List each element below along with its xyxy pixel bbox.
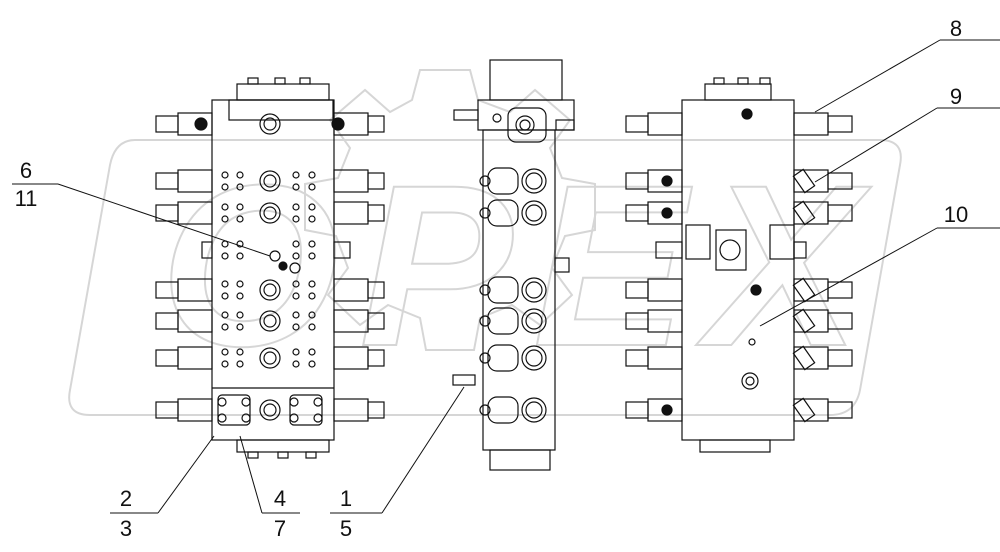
spool — [155, 169, 385, 193]
side-view — [452, 59, 575, 471]
front-spools — [155, 112, 385, 422]
callout-7: 7 — [273, 516, 287, 541]
side-port — [479, 307, 547, 335]
spool — [625, 200, 853, 226]
callout-1: 1 — [339, 486, 353, 511]
callout-6: 6 — [19, 158, 33, 183]
spool — [155, 278, 385, 302]
spool — [625, 112, 853, 136]
callout-9: 9 — [949, 84, 963, 109]
side-ports — [479, 167, 547, 424]
callout-2: 2 — [119, 486, 133, 511]
callout-11: 11 — [14, 186, 38, 211]
spool — [155, 309, 385, 333]
side-port — [479, 167, 547, 195]
front-ports — [194, 113, 345, 421]
leader-lines — [12, 39, 1000, 514]
spool — [155, 398, 385, 422]
spool — [625, 345, 853, 371]
side-port — [479, 199, 547, 227]
spool — [155, 201, 385, 225]
spool — [201, 241, 351, 259]
side-port — [479, 344, 547, 372]
side-port — [479, 276, 547, 304]
side-port — [479, 396, 547, 424]
spool — [625, 168, 853, 194]
callout-3: 3 — [119, 516, 133, 541]
front-view — [155, 77, 385, 459]
front-bolt-holes — [221, 171, 316, 368]
spool — [655, 241, 807, 259]
spool — [155, 346, 385, 370]
rear-view — [625, 77, 853, 453]
callout-8: 8 — [949, 16, 963, 41]
callout-10: 10 — [943, 202, 969, 227]
callout-5: 5 — [339, 516, 353, 541]
rear-spools — [625, 112, 853, 423]
spool — [625, 308, 853, 334]
callout-4: 4 — [273, 486, 287, 511]
spool — [155, 112, 385, 136]
spool — [625, 397, 853, 423]
